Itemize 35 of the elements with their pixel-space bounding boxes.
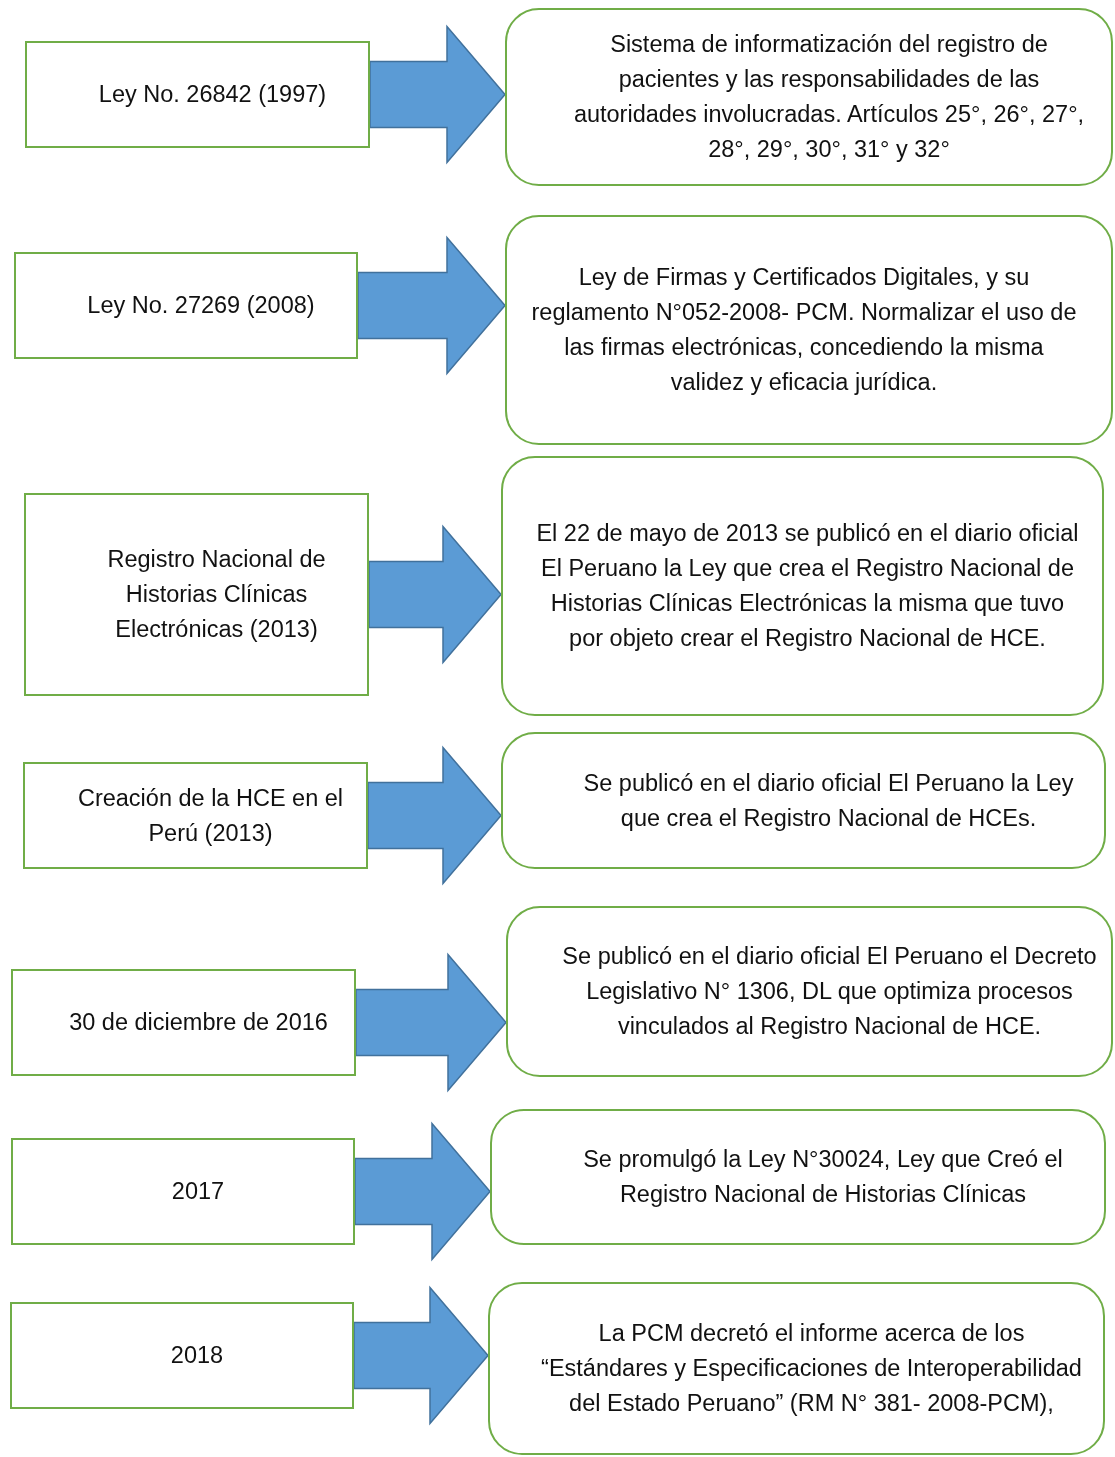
block-arrow [367,745,502,886]
block-arrow [368,524,502,665]
law-box [14,252,358,359]
description-box [505,215,1113,445]
law-box [11,969,356,1076]
description-text: La PCM decretó el informe acerca de los “Estándares y Especificaciones de Interoperabilidad del Estado Peruano” (RM N° 381- 2008-PCM), [540,1319,1083,1418]
law-label: Registro Nacional de Historias Clínicas Electrónicas (2013) [106,545,327,644]
block-arrow [353,1285,489,1426]
law-box [25,41,370,148]
description-box [505,8,1113,186]
description-text: Se publicó en el diario oficial El Peruano la Ley que crea el Registro Nacional de HCEs. [582,768,1075,833]
block-arrow [354,1121,491,1262]
description-box [490,1109,1106,1245]
description-text: Se publicó en el diario oficial El Peruano el Decreto Legislativo N° 1306, DL que optimiza procesos vinculados al Registro Nacional de HCE. [561,942,1098,1041]
law-label: Creación de la HCE en el Perú (2013) [76,783,345,848]
description-box [501,456,1104,716]
law-label: Ley No. 26842 (1997) [98,80,327,109]
description-text: Se promulgó la Ley N°30024, Ley que Creó el Registro Nacional de Historias Clínicas [582,1145,1064,1209]
law-box [11,1138,355,1245]
law-label: Ley No. 27269 (2008) [87,291,315,320]
block-arrow [369,24,506,165]
law-label: 2017 [171,1177,225,1206]
block-arrow [357,235,506,376]
law-box [24,493,369,696]
description-box [488,1282,1105,1455]
law-label: 30 de diciembre de 2016 [69,1008,328,1037]
law-box [23,762,368,869]
description-box [506,906,1113,1077]
block-arrow [355,952,507,1093]
description-text: Ley de Firmas y Certificados Digitales, y su reglamento N°052-2008- PCM. Normalizar el uso de las firmas electrónicas, concediendo la misma validez y eficacia jurídica. [530,263,1078,397]
description-text: Sistema de informatización del registro de pacientes y las responsabilidades de las autoridades involucradas. Artículos 25°, 26°, 27°, 28°, 29°, 30°, 31° y 32° [572,30,1086,164]
description-box [501,732,1106,869]
description-text: El 22 de mayo de 2013 se publicó en el diario oficial El Peruano la Ley que crea el Registro Nacional de Historias Clínicas Electrónicas la misma que tuvo por objeto crear el Registro Nacional de HCE. [535,519,1080,653]
law-label: 2018 [170,1341,224,1370]
law-box [10,1302,354,1409]
